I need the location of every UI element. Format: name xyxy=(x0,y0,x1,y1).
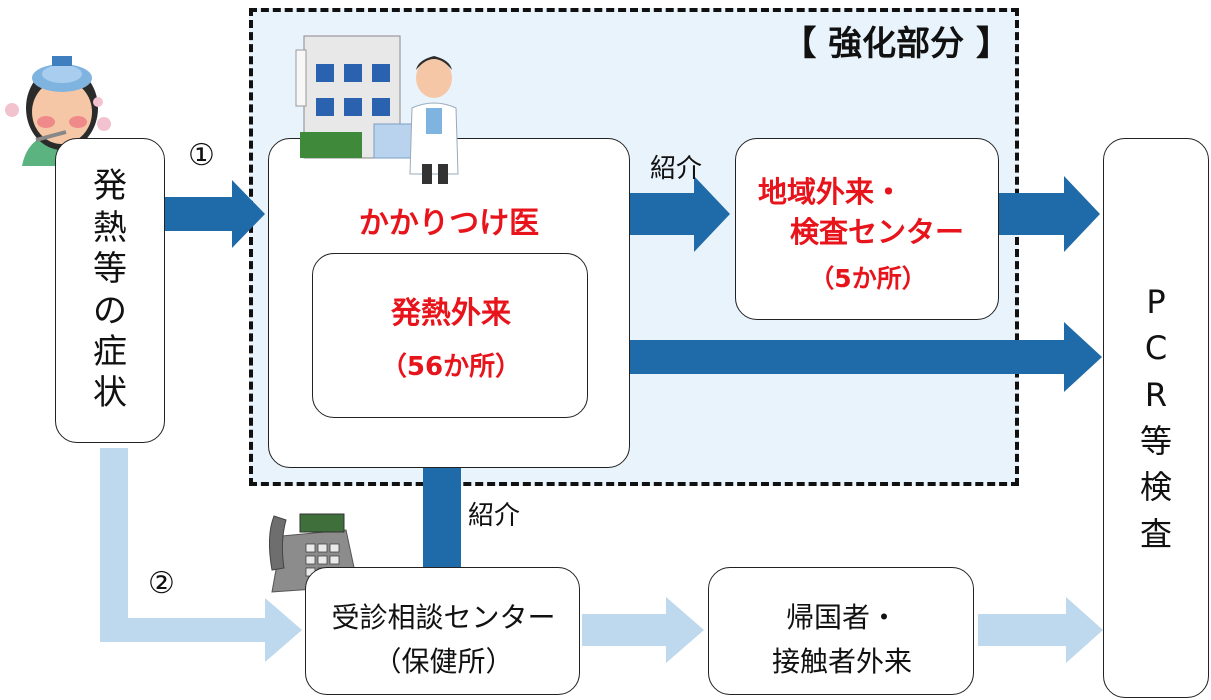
returnee-outpatient-box: 帰国者・ 接触者外来 xyxy=(708,567,974,695)
referral-label-bottom: 紹介 xyxy=(468,501,521,531)
symptom-char: 状 xyxy=(93,373,127,414)
consultation-center-line1: 受診相談センター xyxy=(331,601,556,634)
fever-clinic-count: （56か所） xyxy=(380,352,522,382)
consultation-center-box: 受診相談センター （保健所） xyxy=(305,567,580,695)
pcr-char: P xyxy=(1146,282,1166,321)
fever-clinic-box: 発熱外来 （56か所） xyxy=(312,253,588,418)
route2-label: ② xyxy=(148,566,175,601)
fever-clinic-title: 発熱外来 xyxy=(391,296,511,331)
consult-to-returnee-arrow xyxy=(582,597,704,663)
patient-icon xyxy=(5,56,111,166)
pcr-char: R xyxy=(1144,375,1168,414)
regional-center-line2: 検査センター xyxy=(790,215,965,249)
pcr-test-box: P C R 等 検 査 xyxy=(1103,138,1209,698)
enhanced-region-title: 【 強化部分 】 xyxy=(782,24,1010,64)
pcr-char: 検 xyxy=(1139,468,1172,507)
symptom-char: 症 xyxy=(93,331,127,372)
returnee-outpatient-line1: 帰国者・ xyxy=(785,601,898,634)
regional-to-pcr-arrow xyxy=(998,176,1100,252)
symptoms-box: 発 熱 等 の 症 状 xyxy=(55,138,165,443)
regional-center-count: （5か所） xyxy=(809,264,927,293)
clinic-building-icon xyxy=(295,35,459,184)
fever-clinic-to-pcr-arrow xyxy=(588,322,1102,392)
symptom-char: 熱 xyxy=(93,207,127,248)
route1-arrow xyxy=(163,180,265,248)
pcr-char: C xyxy=(1144,329,1168,368)
symptom-char: の xyxy=(93,290,127,331)
symptom-char: 発 xyxy=(93,166,127,207)
pcr-char: 等 xyxy=(1139,422,1172,460)
doctor-to-regional-arrow xyxy=(630,176,730,252)
regional-center-box: 地域外来・ 検査センター （5か所） xyxy=(735,138,999,320)
returnee-outpatient-line2: 接触者外来 xyxy=(771,645,912,678)
family-doctor-label: かかりつけ医 xyxy=(358,206,540,241)
pcr-char: 査 xyxy=(1139,514,1172,553)
route1-label: ① xyxy=(188,138,215,173)
referral-label-top: 紹介 xyxy=(650,154,703,184)
regional-center-line1: 地域外来・ xyxy=(758,175,904,209)
symptom-char: 等 xyxy=(93,249,127,290)
consultation-center-line2: （保健所） xyxy=(373,645,514,678)
route2-arrow xyxy=(100,448,302,662)
returnee-to-pcr-arrow xyxy=(978,597,1103,663)
